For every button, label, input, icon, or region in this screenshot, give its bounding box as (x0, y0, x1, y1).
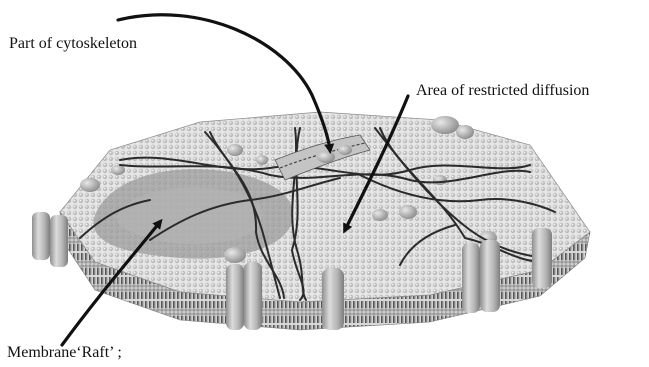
label-cytoskeleton: Part of cytoskeleton (9, 36, 137, 52)
transmembrane-protein (226, 262, 262, 330)
transmembrane-protein (532, 228, 552, 288)
label-restricted-diffusion: Area of restricted diffusion (416, 83, 589, 99)
transmembrane-protein (462, 240, 500, 313)
transmembrane-protein (32, 212, 68, 267)
transmembrane-protein (322, 268, 344, 330)
label-membrane-raft: Membrane‘Raft’ ; (7, 345, 122, 361)
